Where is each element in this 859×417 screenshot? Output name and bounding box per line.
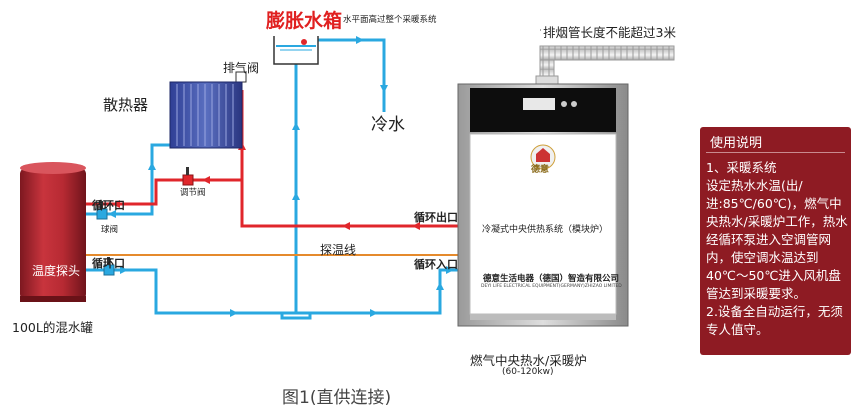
temp-probe-label: 温度探头 xyxy=(32,264,81,278)
radiator xyxy=(169,81,243,149)
circulation-valve-icon xyxy=(103,257,115,276)
regulating-valve-label: 调节阀 xyxy=(180,188,206,198)
boiler xyxy=(457,83,629,327)
boiler-return-pipe xyxy=(86,268,458,315)
mixing-tank xyxy=(20,162,86,302)
instructions-title: 使用说明 xyxy=(710,136,763,151)
boiler-logo-text: 德意 xyxy=(531,165,550,175)
mixing-tank-label: 100L的混水罐 xyxy=(12,320,93,335)
instructions-item1-title: 1、采暖系统 xyxy=(706,160,777,175)
instructions-panel: 使用说明 1、采暖系统 设定热水水温(出/进:85℃/60℃)，燃气中央热水/采… xyxy=(700,127,851,355)
instructions-item1-text: 设定热水水温(出/进:85℃/60℃)，燃气中央热水/采暖炉工作，热水经循环泵进… xyxy=(706,178,848,301)
flue-note: 排烟管长度不能超过3米 xyxy=(541,22,678,41)
expansion-tank-label: 膨胀水箱 xyxy=(266,10,343,32)
cold-pipes xyxy=(86,38,458,320)
expansion-note: 水平面高过整个采暖系统 xyxy=(343,15,437,25)
instructions-body: 1、采暖系统 设定热水水温(出/进:85℃/60℃)，燃气中央热水/采暖炉工作，… xyxy=(706,159,848,339)
expansion-tee xyxy=(280,312,312,320)
boiler-display xyxy=(523,98,555,110)
instructions-item2-text: 2.设备全自动运行，无须专人值守。 xyxy=(706,304,843,337)
circ-port-upper-label: 循环口 xyxy=(92,199,125,212)
instructions-divider xyxy=(706,152,845,153)
circ-port-lower-label: 循环口 xyxy=(92,257,125,270)
circ-inlet-label: 循环入口 xyxy=(414,258,458,271)
hot-flow-arrows xyxy=(112,142,420,230)
boiler-title: 冷凝式中央供热系统（模块炉） xyxy=(482,225,609,235)
circ-outlet-label: 循环出口 xyxy=(414,211,458,224)
radiator-label: 散热器 xyxy=(103,96,149,114)
expansion-tank xyxy=(273,36,319,65)
ball-valve-label: 球阀 xyxy=(101,225,119,235)
cold-water-label: 冷水 xyxy=(371,115,405,135)
boiler-range: (60-120kw) xyxy=(502,367,554,377)
vent-valve-label: 排气阀 xyxy=(223,61,260,75)
regulating-valve-icon xyxy=(182,167,194,186)
boiler-company-en: DEYI LIFE ELECTRICAL EQUIPMENT(GERMANY)Z… xyxy=(481,284,622,289)
boiler-supply-pipe xyxy=(240,90,458,228)
boiler-company: 德意生活电器（德国）智造有限公司 xyxy=(483,274,620,284)
cold-flow-arrows xyxy=(108,36,454,317)
temp-line-label: 探温线 xyxy=(320,243,357,257)
ball-valve-icon xyxy=(96,201,108,220)
boiler-caption: 燃气中央热水/采暖炉 xyxy=(470,353,587,368)
float-valve-icon xyxy=(301,39,307,45)
figure-caption: 图1(直供连接) xyxy=(282,388,392,408)
